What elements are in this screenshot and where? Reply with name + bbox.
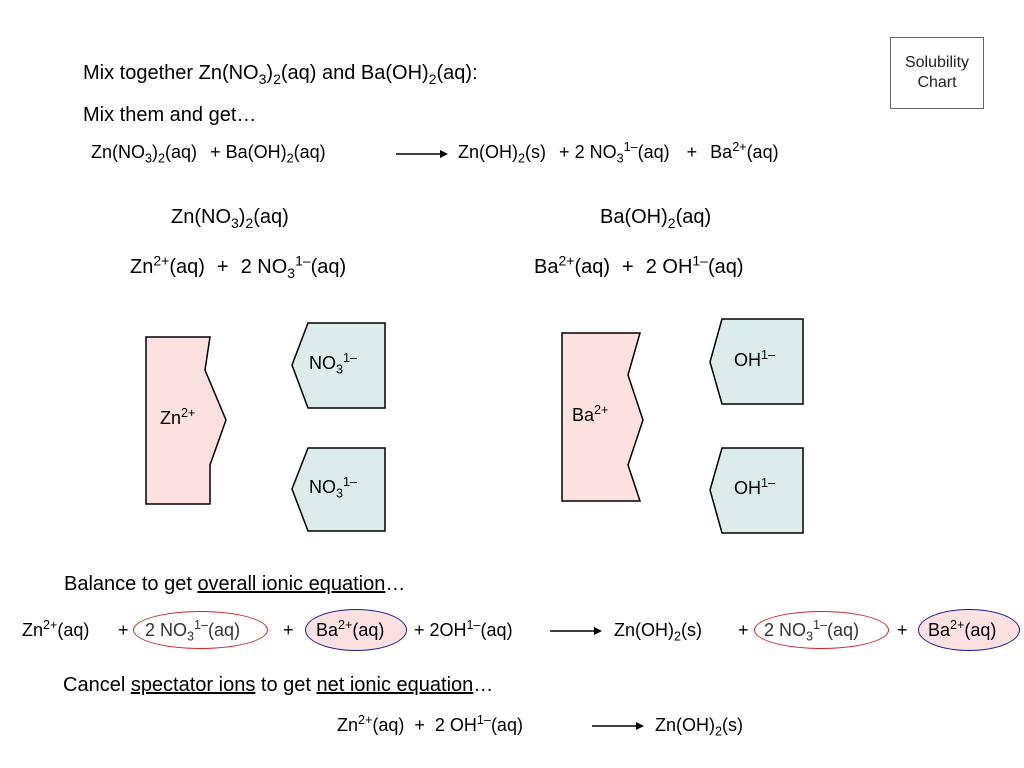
title-text: Mix together Zn(NO3)2(aq) and Ba(OH)2(aq… xyxy=(83,62,478,87)
hydroxide-anion-tile-2 xyxy=(709,447,804,534)
nitrate-tile-label-1: NO31– xyxy=(309,351,358,377)
hydroxide-anion-tile-1 xyxy=(709,318,804,405)
nitrate-anion-tile-2 xyxy=(291,447,386,532)
overall-plus-1: + xyxy=(118,620,129,640)
net-ionic-product: Zn(OH)2(s) xyxy=(655,715,744,739)
barium-cation-tile xyxy=(561,332,644,502)
barium-tile-label: Ba2+ xyxy=(572,403,609,425)
overall-zinc-hydroxide: Zn(OH)2(s) xyxy=(614,620,703,644)
molecular-equation: Zn(NO3)2(aq) + Ba(OH)2(aq) xyxy=(91,142,326,166)
barium-hydroxide-formula: Ba(OH)2(aq) xyxy=(600,206,712,231)
overall-plus-3: + xyxy=(738,620,749,640)
nitrate-anion-tile-1 xyxy=(291,322,386,409)
balance-instruction: Balance to get overall ionic equation… xyxy=(64,573,406,595)
spectator-circle-barium-left xyxy=(305,609,407,651)
overall-hydroxide-ion: + 2OH1–(aq) xyxy=(414,618,513,640)
net-ionic-reactants: Zn2+(aq)+2 OH1–(aq) xyxy=(337,713,523,735)
overall-nitrate-ion-right: 2 NO31–(aq) xyxy=(764,618,860,644)
reaction-arrow-1 xyxy=(396,150,448,158)
hydroxide-tile-label-2: OH1– xyxy=(734,476,776,498)
spectator-circle-nitrate-right xyxy=(754,611,889,649)
spectator-circle-nitrate-left xyxy=(133,611,268,649)
overall-nitrate-ion-left: 2 NO31–(aq) xyxy=(145,618,241,644)
overall-plus-4: + xyxy=(897,620,908,640)
reaction-arrow-2 xyxy=(550,627,602,635)
zinc-cation-tile xyxy=(145,336,227,505)
hydroxide-tile-label-1: OH1– xyxy=(734,348,776,370)
barium-hydroxide-ions: Ba2+(aq)+2 OH1–(aq) xyxy=(534,252,744,278)
reaction-arrow-3 xyxy=(592,722,644,730)
nitrate-tile-label-2: NO31– xyxy=(309,475,358,501)
overall-zinc-ion: Zn2+(aq) xyxy=(22,618,90,640)
solubility-label-line1: Solubility xyxy=(904,54,970,71)
overall-barium-ion-right: Ba2+(aq) xyxy=(928,618,997,640)
spectator-circle-barium-right xyxy=(918,609,1020,651)
overall-plus-2: + xyxy=(283,620,294,640)
zinc-nitrate-formula: Zn(NO3)2(aq) xyxy=(171,206,289,231)
overall-barium-ion-left: Ba2+(aq) xyxy=(316,618,385,640)
mix-them-text: Mix them and get… xyxy=(83,104,257,126)
zinc-tile-label: Zn2+ xyxy=(160,406,196,428)
cancel-instruction: Cancel spectator ions to get net ionic e… xyxy=(63,674,494,696)
solubility-label-line2: Chart xyxy=(917,74,957,91)
zinc-nitrate-ions: Zn2+(aq)+2 NO31–(aq) xyxy=(130,252,347,281)
molecular-products: Zn(OH)2(s) + 2 NO31–(aq) + Ba2+(aq) xyxy=(458,140,779,166)
